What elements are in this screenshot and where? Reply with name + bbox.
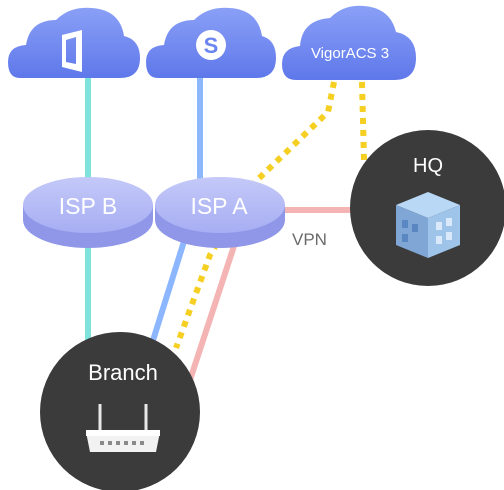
cloud-vigoracs: VigorACS 3 <box>282 5 416 80</box>
hq-site: HQ <box>350 130 504 286</box>
isp-b-label: ISP B <box>59 193 117 219</box>
building-icon <box>396 192 460 258</box>
skype-icon: S <box>196 30 226 60</box>
cloud-skype: S <box>146 7 276 78</box>
hq-label: HQ <box>413 155 443 177</box>
branch-label: Branch <box>88 360 158 385</box>
isp-b-disc: ISP B <box>23 177 153 248</box>
link-ispa-branch-blue <box>147 234 189 351</box>
office-icon <box>62 30 82 72</box>
cloud-vigoracs-label: VigorACS 3 <box>311 45 389 62</box>
branch-site: Branch <box>40 332 200 490</box>
isp-a-disc: ISP A <box>155 177 285 248</box>
vpn-label: VPN <box>292 230 327 249</box>
router-icon <box>86 404 160 452</box>
isp-a-label: ISP A <box>190 193 248 219</box>
link-vpn-ispa-branch <box>187 239 239 381</box>
link-acs-hq <box>359 81 367 161</box>
svg-text:S: S <box>204 33 219 58</box>
cloud-office <box>8 7 140 78</box>
